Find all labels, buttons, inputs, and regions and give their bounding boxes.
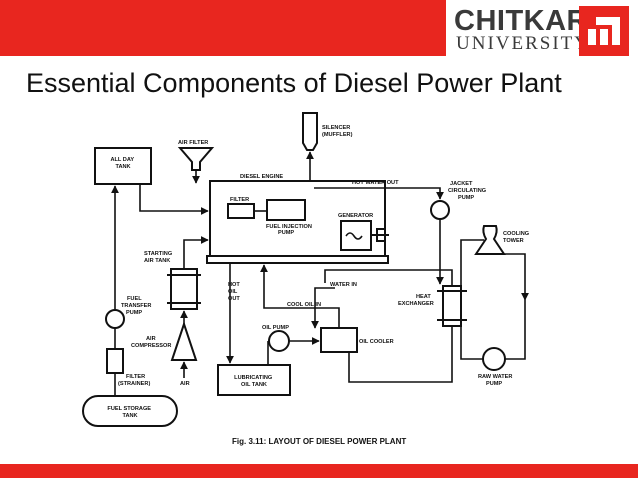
air-compressor <box>170 320 198 361</box>
oil-cooler <box>320 327 358 353</box>
figure-caption: Fig. 3.11: LAYOUT OF DIESEL POWER PLANT <box>232 437 406 446</box>
header-red-bar <box>0 0 446 56</box>
slide-title: Essential Components of Diesel Power Pla… <box>26 68 562 98</box>
label-air-filter: AIR FILTER <box>178 140 208 146</box>
label-oil-pump: OIL PUMP <box>262 325 289 331</box>
label-raw-water-pump: RAW WATER PUMP <box>478 374 514 387</box>
filter-strainer <box>106 348 124 374</box>
filter-box <box>227 203 255 219</box>
label-air-compressor: AIR COMPRESSOR <box>131 336 171 349</box>
silencer <box>302 112 318 151</box>
label-generator: GENERATOR <box>338 213 373 219</box>
fuel-storage-tank <box>82 395 178 427</box>
oil-pump <box>268 330 290 352</box>
label-diesel-engine: DIESEL ENGINE <box>240 174 283 180</box>
label-silencer: SILENCER (MUFFLER) <box>322 125 353 138</box>
label-hot-water-out: HOT WATER OUT <box>352 180 399 186</box>
label-water-in: WATER IN <box>330 282 357 288</box>
label-air: AIR <box>180 381 190 387</box>
label-jacket-pump: JACKET CIRCULATING PUMP <box>448 181 488 201</box>
label-lubricating-oil-tank: LUBRICATING OIL TANK <box>234 375 274 388</box>
label-fuel-transfer-pump: FUEL TRANSFER PUMP <box>121 296 153 316</box>
footer-red-bar <box>0 464 638 478</box>
label-fuel-storage-tank: FUEL STORAGE TANK <box>107 406 152 419</box>
label-fuel-injection-pump: FUEL INJECTION PUMP <box>266 224 313 236</box>
label-filter: FILTER <box>230 197 249 203</box>
engine-base <box>206 255 389 264</box>
label-heat-exchanger: HEAT EXCHANGER <box>398 294 434 307</box>
all-day-tank <box>94 147 152 185</box>
chitkara-logo-icon <box>579 6 629 56</box>
label-hot-oil-out: HOT OIL OUT <box>228 282 241 302</box>
label-filter-strainer: FILTER (STRAINER) <box>118 374 150 387</box>
jacket-circulating-pump <box>430 200 450 220</box>
university-logo: CHITKARA UNIVERSITY <box>446 0 638 60</box>
label-all-day-tank: ALL DAY TANK <box>110 157 135 170</box>
label-oil-cooler: OIL COOLER <box>359 339 394 345</box>
label-cool-oil-in: COOL OIL IN <box>287 302 321 308</box>
air-filter <box>177 147 215 171</box>
cooling-tower <box>474 225 506 255</box>
fuel-transfer-pump <box>105 309 125 329</box>
lubricating-oil-tank <box>217 364 291 396</box>
label-starting-air-tank: STARTING AIR TANK <box>144 251 174 264</box>
logo-subtitle: UNIVERSITY <box>456 33 590 54</box>
label-cooling-tower: COOLING TOWER <box>503 231 531 244</box>
fuel-injection-pump <box>266 199 306 221</box>
raw-water-pump <box>482 347 506 371</box>
